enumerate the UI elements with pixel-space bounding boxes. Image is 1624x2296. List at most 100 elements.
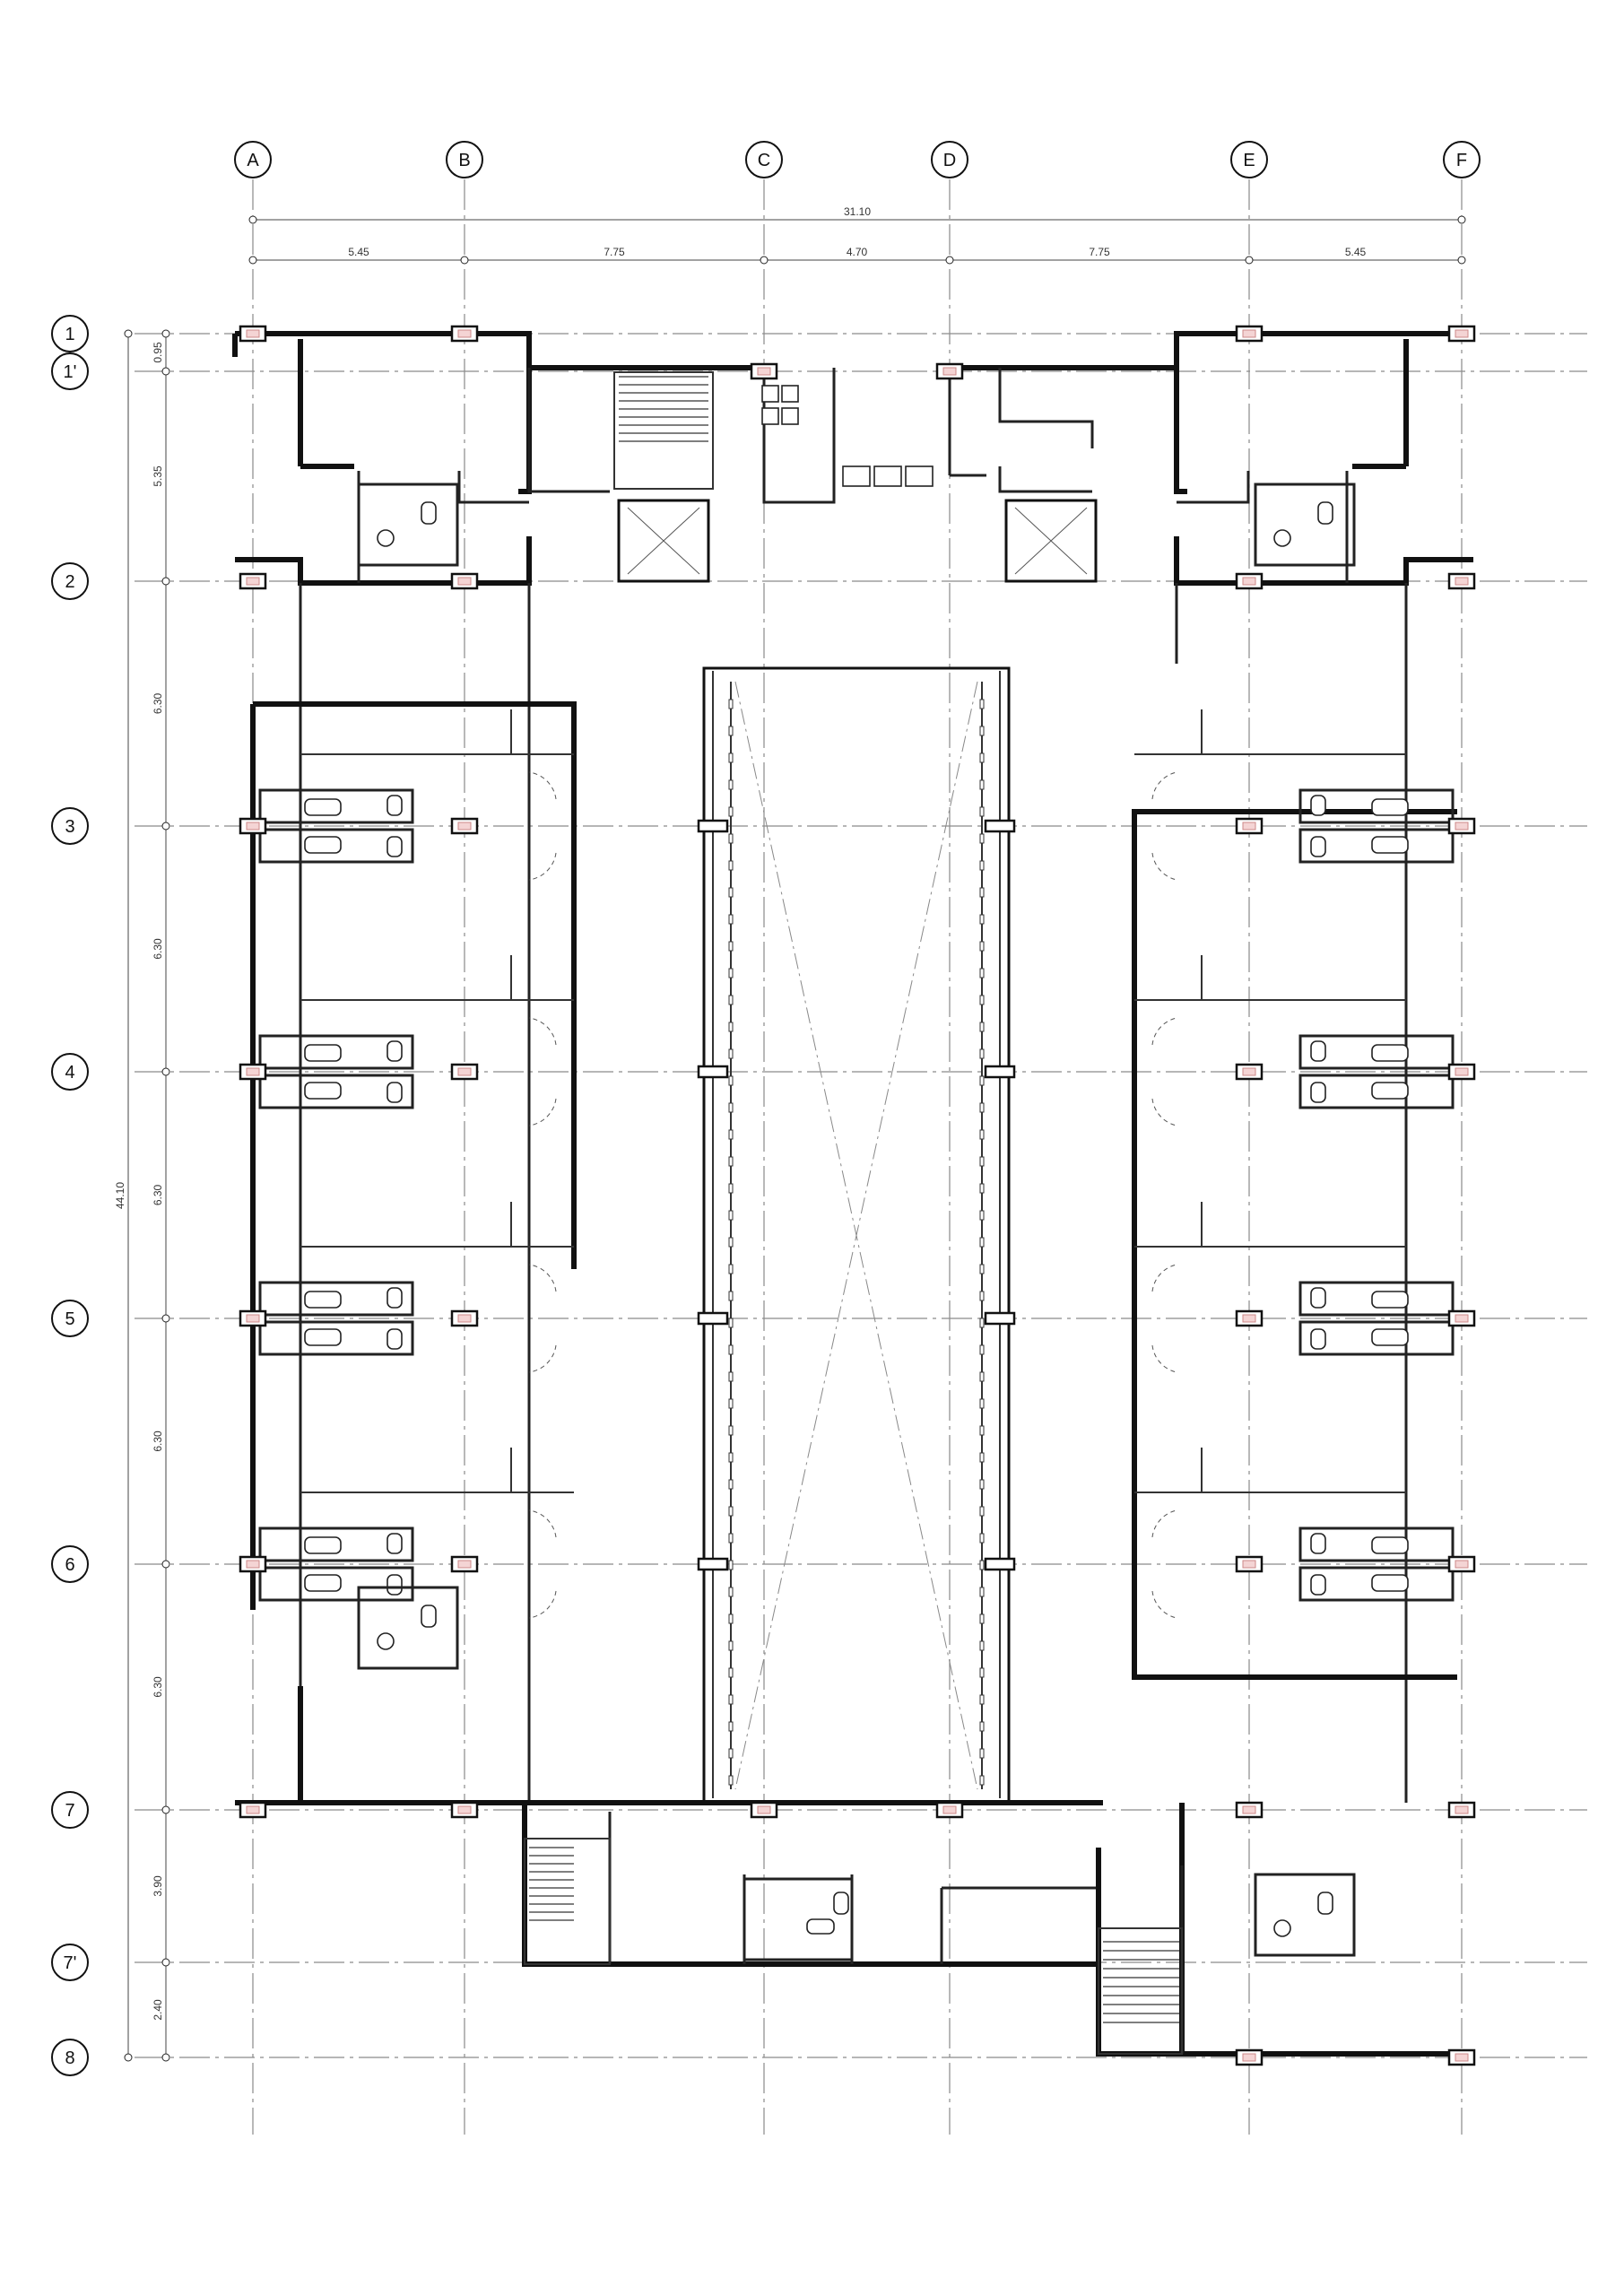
glazing-mullion [979, 699, 985, 709]
toilet-icon [1310, 1082, 1326, 1103]
column-core [1242, 1067, 1256, 1076]
column-core [246, 329, 260, 338]
column-core [457, 822, 472, 831]
toilet-icon [386, 1040, 403, 1062]
bay-width-label: 7.75 [604, 246, 625, 258]
dim-node [760, 256, 769, 265]
glazing-mullion [728, 1640, 734, 1651]
glazing-mullion [979, 1129, 985, 1140]
column-core [1455, 1314, 1469, 1323]
bathroom-pod [258, 1074, 414, 1109]
bay-length-label: 6.30 [152, 938, 164, 960]
door-swing [1151, 852, 1177, 881]
bathroom-pod [1298, 1526, 1455, 1562]
grid-label-1': 1' [64, 362, 77, 382]
glazing-mullion [979, 1425, 985, 1436]
column-core [457, 1314, 472, 1323]
bay-width-label: 5.45 [348, 246, 369, 258]
bathroom-pod [1298, 788, 1455, 824]
kitchen-hob-icon [761, 407, 779, 425]
building-walls [232, 331, 1473, 2057]
dim-node [161, 1314, 170, 1323]
bay-width-label: 7.75 [1089, 246, 1110, 258]
grid-bubble-A [234, 141, 272, 178]
dim-node [1245, 256, 1254, 265]
door-swing [1151, 1264, 1177, 1292]
glazing-mullion [728, 1102, 734, 1113]
glazing-mullion [728, 1398, 734, 1409]
washbasin-icon [1371, 798, 1409, 816]
glazing-mullion [728, 1613, 734, 1624]
column-core [1242, 1805, 1256, 1814]
glazing-mullion [728, 1452, 734, 1463]
grid-label-1: 1 [65, 325, 74, 344]
atrium-column [697, 1557, 729, 1571]
glazing-mullion [728, 914, 734, 925]
washbasin-icon [304, 1574, 342, 1592]
glazing-mullion [728, 1371, 734, 1382]
grid-label-6: 6 [65, 1555, 74, 1575]
atrium-column [984, 1557, 1016, 1571]
column-core [1242, 329, 1256, 338]
overall-length-label: 44.10 [114, 1182, 126, 1209]
atrium-column [984, 1311, 1016, 1326]
washbasin-icon [304, 798, 342, 816]
washbasin-icon [1371, 1044, 1409, 1062]
dim-node [161, 1067, 170, 1076]
door-swing [528, 1590, 557, 1619]
grid-label-3: 3 [65, 817, 74, 837]
glazing-mullion [979, 1237, 985, 1248]
grid-label-5: 5 [65, 1309, 74, 1329]
glazing-mullion [728, 833, 734, 844]
dim-node [161, 822, 170, 831]
washbasin-icon [806, 1918, 835, 1935]
bathroom-pod [1298, 1034, 1455, 1070]
column-core [246, 1560, 260, 1569]
bathroom-pod [1298, 1566, 1455, 1602]
grid-label-D: D [943, 151, 956, 170]
door-swing [528, 1264, 557, 1292]
glazing-mullion [728, 1156, 734, 1167]
grid-bubble-7 [51, 1791, 89, 1829]
grid-bubble-6 [51, 1545, 89, 1583]
glazing-mullion [979, 941, 985, 952]
grid-label-E: E [1243, 151, 1255, 170]
dim-node [161, 367, 170, 376]
overall-width-label: 31.10 [844, 205, 871, 218]
column-core [1242, 1314, 1256, 1323]
dim-node [124, 329, 133, 338]
bay-width-label: 4.70 [847, 246, 868, 258]
dim-node [161, 1560, 170, 1569]
bay-length-label: 3.90 [152, 1875, 164, 1897]
glazing-mullion [979, 1264, 985, 1274]
glazing-mullion [979, 1318, 985, 1328]
glazing-mullion [979, 860, 985, 871]
column-core [757, 367, 771, 376]
corner-bathroom [1254, 483, 1356, 567]
door-swing [528, 852, 557, 881]
glazing-mullion [728, 806, 734, 817]
bathroom-pod [1298, 1320, 1455, 1356]
toilet-icon [386, 1287, 403, 1309]
column-core [757, 1805, 771, 1814]
glazing-mullion [979, 726, 985, 736]
door-swing [1151, 1344, 1177, 1373]
glazing-mullion [979, 1667, 985, 1678]
glazing-mullion [728, 968, 734, 978]
glazing-mullion [728, 1667, 734, 1678]
atrium-column [984, 1065, 1016, 1079]
washbasin-icon [1371, 1291, 1409, 1309]
glazing-mullion [979, 1479, 985, 1490]
south-bathroom [743, 1877, 854, 1961]
glazing-mullion [979, 1506, 985, 1517]
atrium-column [697, 1065, 729, 1079]
grid-label-F: F [1456, 151, 1467, 170]
door-swing [1151, 1017, 1177, 1046]
corner-bathroom [357, 483, 459, 567]
bay-width-label: 5.45 [1345, 246, 1367, 258]
toilet-icon [1310, 836, 1326, 857]
bay-length-label: 6.30 [152, 1676, 164, 1698]
corner-bathroom [1254, 1873, 1356, 1957]
